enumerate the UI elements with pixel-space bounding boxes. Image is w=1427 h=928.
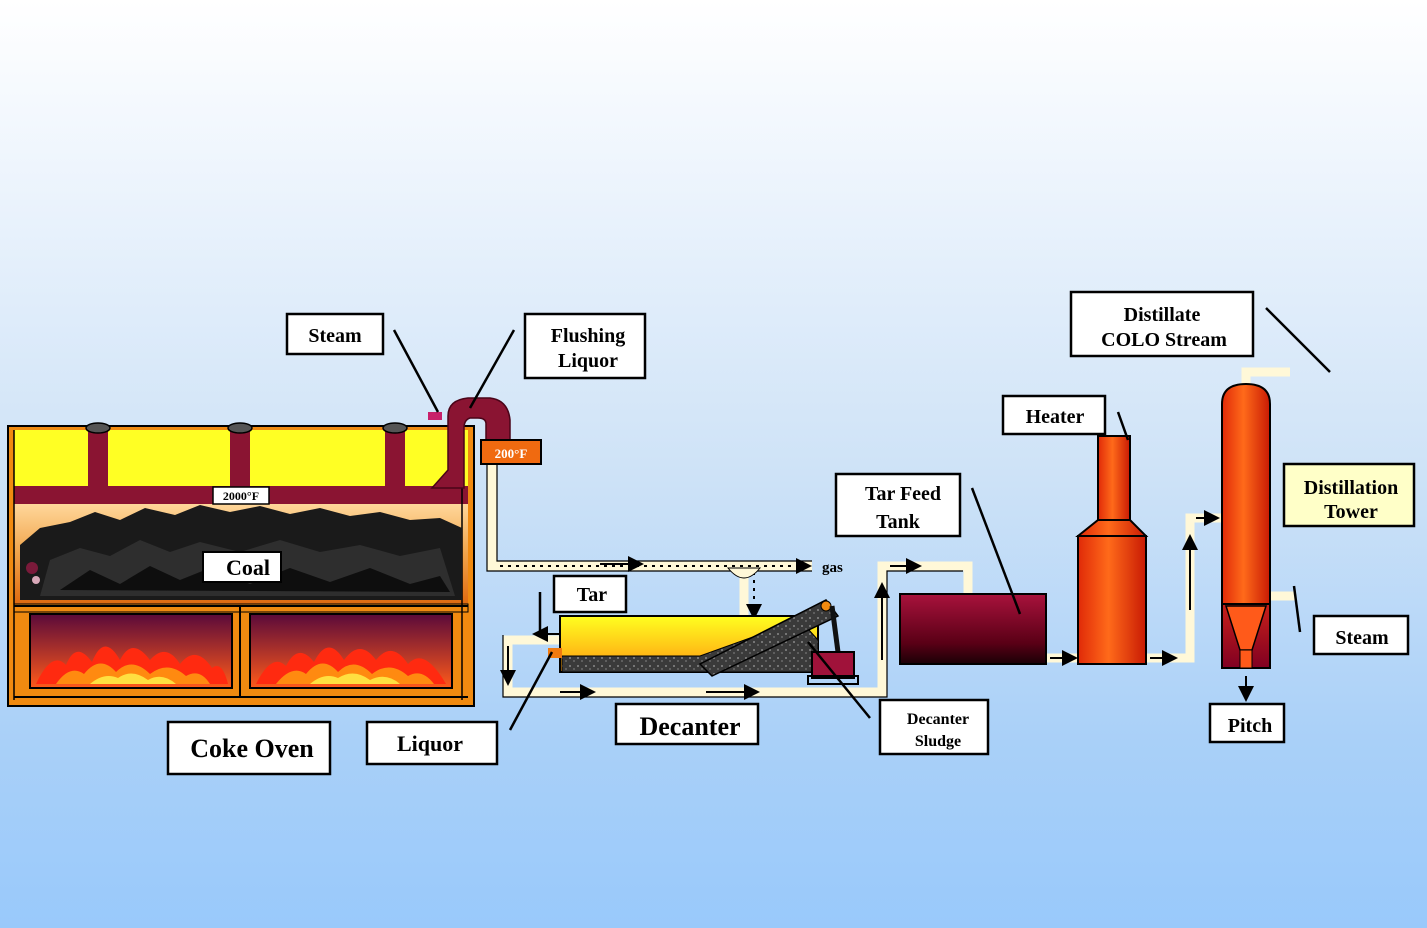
oven-flames bbox=[36, 646, 446, 684]
label-gas: gas bbox=[822, 560, 843, 576]
svg-text:2000°F: 2000°F bbox=[223, 489, 259, 503]
svg-text:Tar Feed: Tar Feed bbox=[865, 483, 941, 505]
label-decanter: Decanter bbox=[614, 702, 760, 746]
svg-text:Flushing: Flushing bbox=[551, 325, 625, 347]
svg-text:Heater: Heater bbox=[1026, 406, 1085, 428]
svg-text:Steam: Steam bbox=[308, 325, 362, 347]
label-steam-right: Steam bbox=[1312, 614, 1410, 656]
oven-standpipes bbox=[85, 422, 408, 486]
svg-text:Tar: Tar bbox=[577, 584, 608, 606]
tar-feed-tank bbox=[899, 593, 1047, 665]
svg-text:Liquor: Liquor bbox=[397, 731, 463, 756]
svg-text:200°F: 200°F bbox=[495, 446, 528, 461]
label-pitch: Pitch bbox=[1208, 702, 1286, 744]
svg-text:Decanter: Decanter bbox=[639, 712, 740, 741]
distillation-tower bbox=[1221, 382, 1271, 669]
svg-text:Sludge: Sludge bbox=[915, 733, 961, 750]
leader-lines bbox=[392, 307, 1331, 731]
label-tar-feed-tank: Tar Feed Tank bbox=[834, 472, 962, 538]
gas-distributor bbox=[726, 567, 762, 579]
svg-text:Coke Oven: Coke Oven bbox=[190, 734, 314, 763]
label-decanter-sludge: Decanter Sludge bbox=[878, 698, 990, 756]
svg-text:Coal: Coal bbox=[226, 555, 270, 580]
label-temp-2000: 2000°F bbox=[212, 486, 270, 505]
svg-text:Steam: Steam bbox=[1335, 627, 1389, 649]
label-heater: Heater bbox=[1001, 394, 1107, 436]
svg-text:Tower: Tower bbox=[1324, 501, 1378, 523]
svg-text:Pitch: Pitch bbox=[1228, 715, 1272, 737]
svg-text:COLO Stream: COLO Stream bbox=[1101, 329, 1227, 351]
flow-arrows bbox=[500, 510, 1254, 702]
svg-text:Liquor: Liquor bbox=[558, 350, 618, 372]
svg-text:Tank: Tank bbox=[876, 511, 921, 533]
svg-text:Distillate: Distillate bbox=[1124, 304, 1201, 326]
label-tar: Tar bbox=[552, 574, 628, 614]
svg-text:Distillation: Distillation bbox=[1304, 477, 1398, 499]
label-steam-top: Steam bbox=[285, 312, 385, 356]
label-distillation-tower: Distillation Tower bbox=[1282, 462, 1416, 528]
label-temp-200: 200°F bbox=[480, 439, 542, 465]
label-flushing-liquor: Flushing Liquor bbox=[523, 312, 647, 380]
label-coal: Coal bbox=[202, 551, 282, 583]
label-coke-oven: Coke Oven bbox=[166, 720, 332, 776]
label-distillate-colo-stream: Distillate COLO Stream bbox=[1069, 290, 1255, 358]
svg-text:Decanter: Decanter bbox=[907, 711, 969, 728]
heater bbox=[1075, 435, 1149, 665]
label-liquor: Liquor bbox=[365, 720, 499, 766]
